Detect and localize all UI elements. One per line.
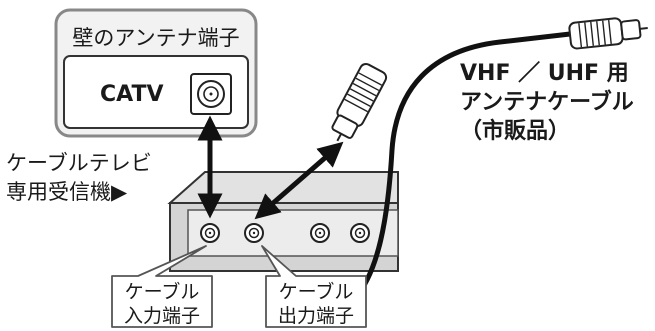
receiver-label-line2: 専用受信機▶ bbox=[6, 180, 128, 204]
input-callout-line1: ケーブル bbox=[125, 280, 200, 303]
cable-plug-far bbox=[568, 17, 648, 50]
input-callout-line2: 入力端子 bbox=[124, 305, 200, 327]
receiver-label: ケーブルテレビ 専用受信機▶ bbox=[6, 151, 152, 204]
wall-outlet-title: 壁のアンテナ端子 bbox=[72, 26, 239, 50]
receiver-terminal-4 bbox=[350, 223, 370, 243]
cable-label: VHF ／ UHF 用 アンテナケーブル （市販品） bbox=[460, 61, 634, 144]
input-terminal-callout: ケーブル 入力端子 bbox=[111, 245, 213, 328]
output-to-cable-arrow bbox=[254, 141, 344, 220]
catv-terminal-icon bbox=[197, 80, 225, 108]
receiver-terminal-3 bbox=[310, 223, 330, 243]
catv-receiver-box bbox=[167, 171, 399, 272]
output-callout-line1: ケーブル bbox=[279, 280, 354, 303]
cable-output-terminal bbox=[244, 223, 264, 243]
cable-plug-near bbox=[331, 62, 388, 142]
receiver-label-line1: ケーブルテレビ bbox=[6, 151, 152, 175]
cable-label-line2: アンテナケーブル bbox=[460, 89, 634, 115]
catv-label: CATV bbox=[100, 82, 164, 107]
cable-label-line1: VHF ／ UHF 用 bbox=[460, 61, 629, 86]
cable-input-terminal bbox=[200, 223, 220, 243]
output-callout-line2: 出力端子 bbox=[278, 305, 354, 327]
antenna-cable bbox=[352, 31, 573, 301]
wall-antenna-outlet: 壁のアンテナ端子 CATV bbox=[54, 8, 258, 138]
output-terminal-callout: ケーブル 出力端子 bbox=[261, 245, 367, 328]
cable-label-line3: （市販品） bbox=[460, 118, 570, 144]
